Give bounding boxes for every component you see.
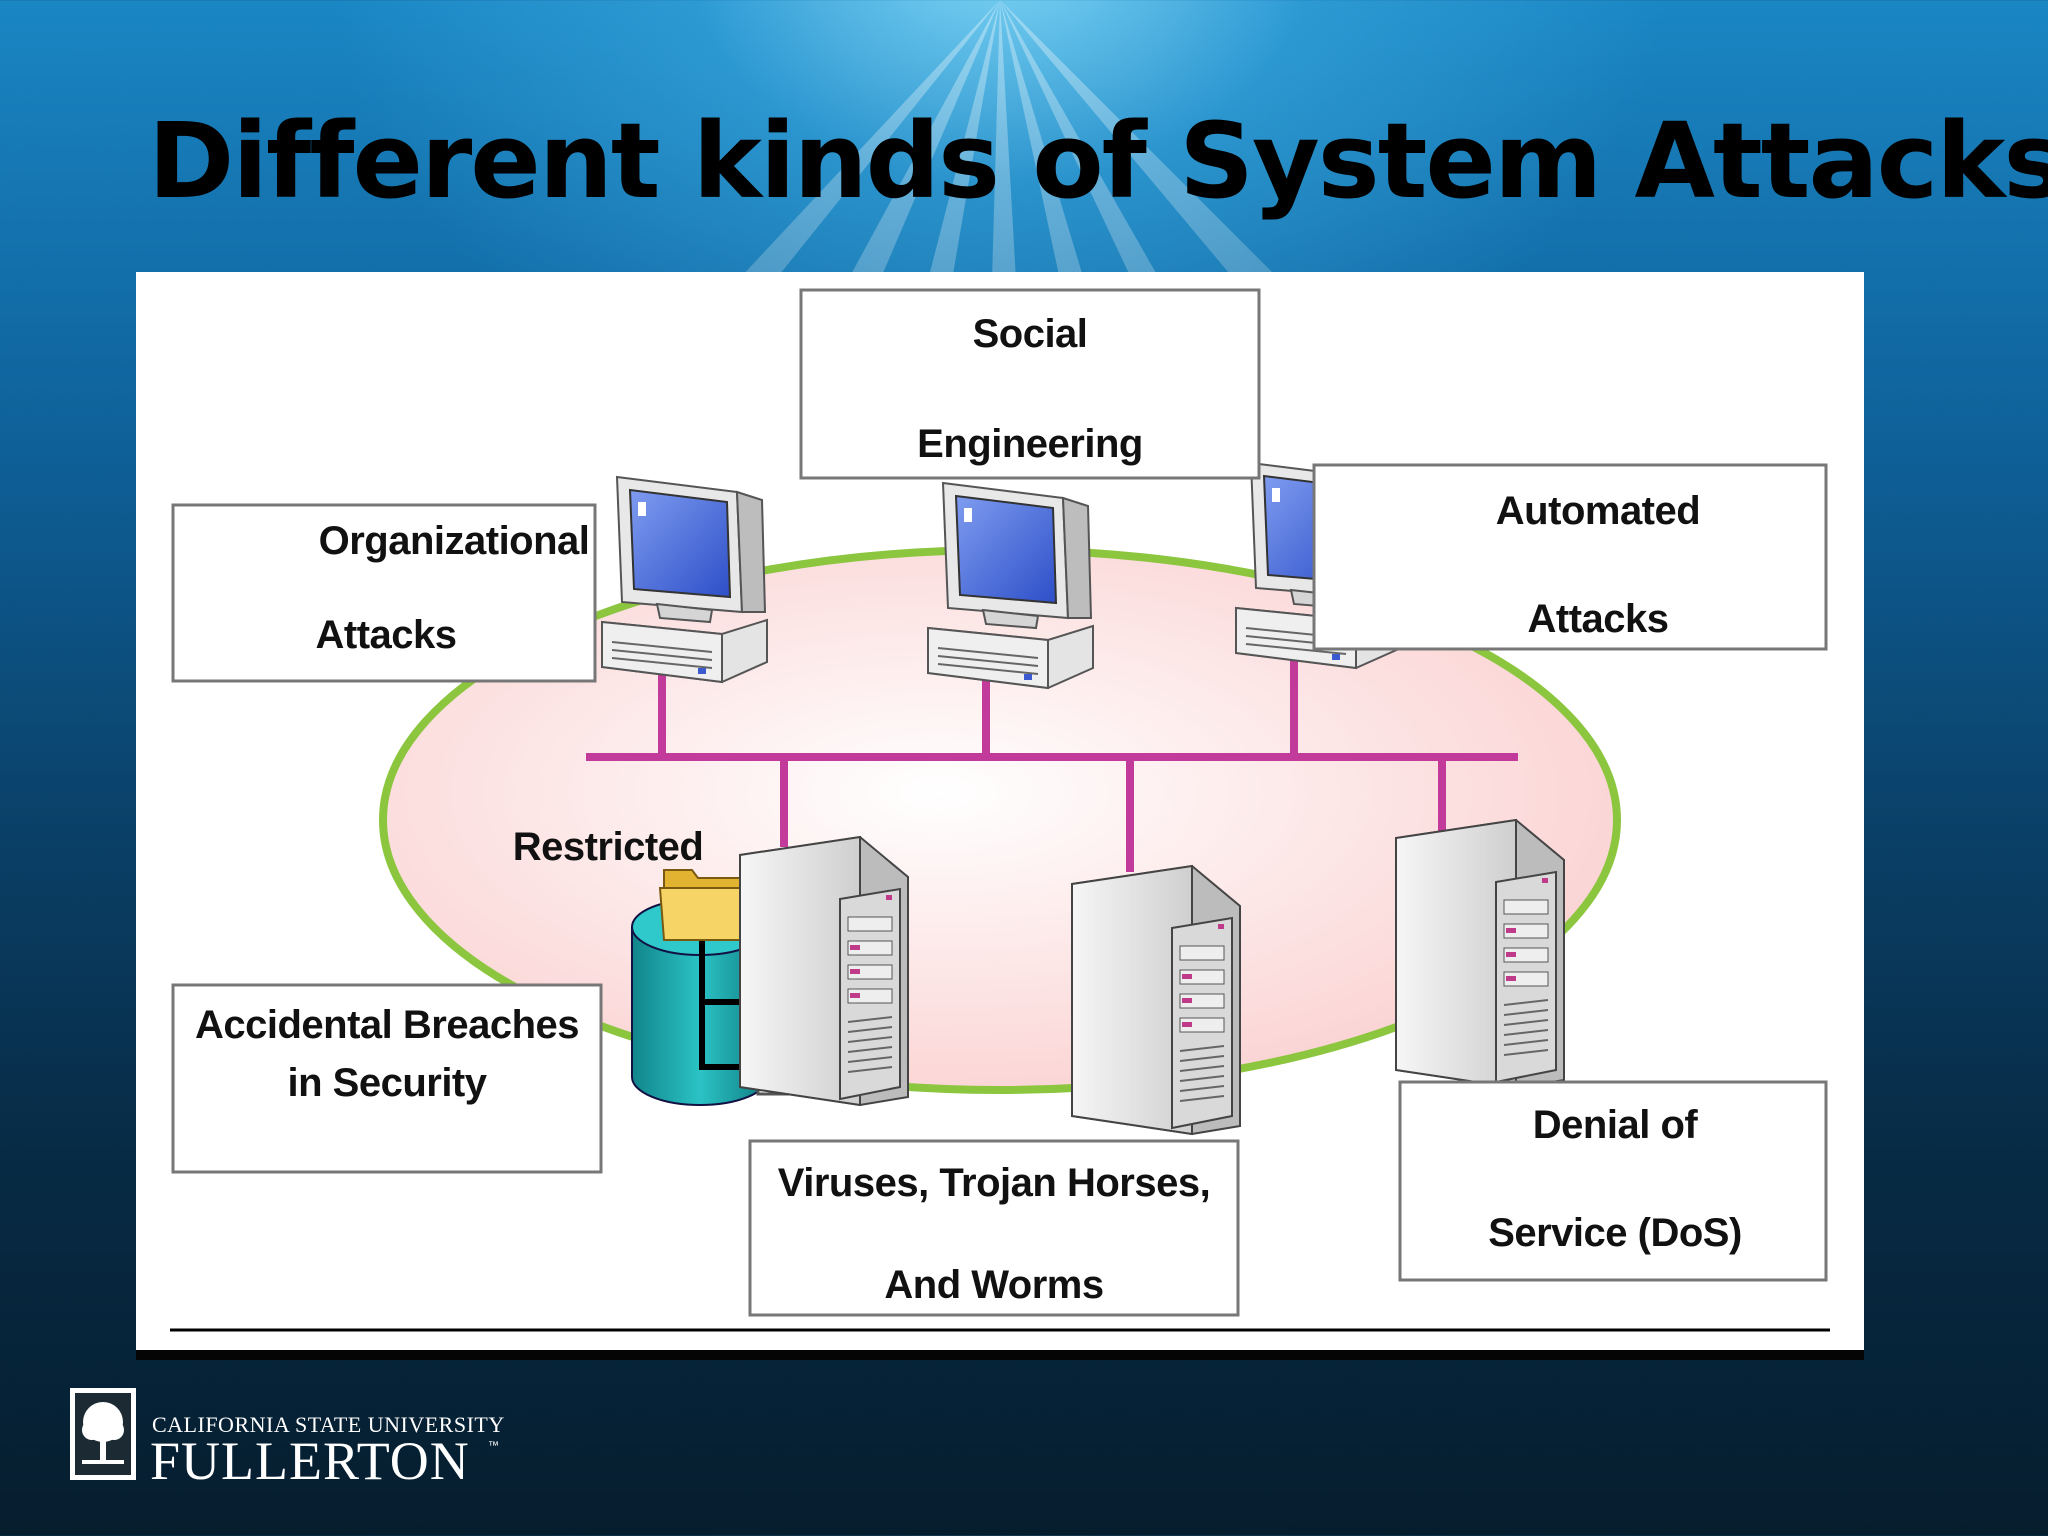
label-dos-line2: Service (DoS): [1488, 1211, 1742, 1255]
server-icon-left: [739, 836, 909, 1106]
system-attacks-diagram: Social Engineering Organizational Attack…: [170, 288, 1830, 1332]
university-seal-icon: [70, 1388, 136, 1480]
university-line: CALIFORNIA STATE UNIVERSITY: [152, 1412, 505, 1437]
social-engineering-box: [799, 288, 1261, 480]
trademark-mark: ™: [488, 1440, 499, 1452]
slide-title: Different kinds of System Attacks: [148, 100, 2048, 222]
server-icon-center: [1071, 865, 1241, 1135]
label-restricted: Restricted: [513, 825, 704, 869]
label-accidental-line2: in Security: [287, 1061, 487, 1105]
label-viruses-line1: Viruses, Trojan Horses,: [778, 1161, 1210, 1205]
label-social-line2: Engineering: [917, 422, 1143, 466]
computer-icon-left: [601, 476, 768, 683]
denial-of-service-box: [1398, 1080, 1828, 1282]
automated-attacks-box: [1312, 463, 1828, 651]
label-automated-line2: Attacks: [1527, 597, 1668, 641]
label-organizational-line2: Attacks: [315, 613, 456, 657]
label-social-line1: Social: [973, 312, 1088, 356]
computer-icon-center: [927, 482, 1094, 689]
label-viruses-line2: And Worms: [884, 1263, 1103, 1307]
server-icon-right: [1395, 819, 1565, 1089]
organizational-attacks-box: [171, 503, 597, 683]
accidental-breaches-box: [171, 983, 603, 1174]
label-organizational-line1: Organizational: [319, 519, 590, 563]
diagram-panel: Social Engineering Organizational Attack…: [136, 272, 1864, 1350]
label-accidental-line1: Accidental Breaches: [195, 1003, 579, 1047]
viruses-box: [748, 1139, 1240, 1317]
label-dos-line1: Denial of: [1533, 1103, 1699, 1147]
university-name: FULLERTON: [150, 1431, 470, 1491]
label-automated-line1: Automated: [1496, 489, 1700, 533]
